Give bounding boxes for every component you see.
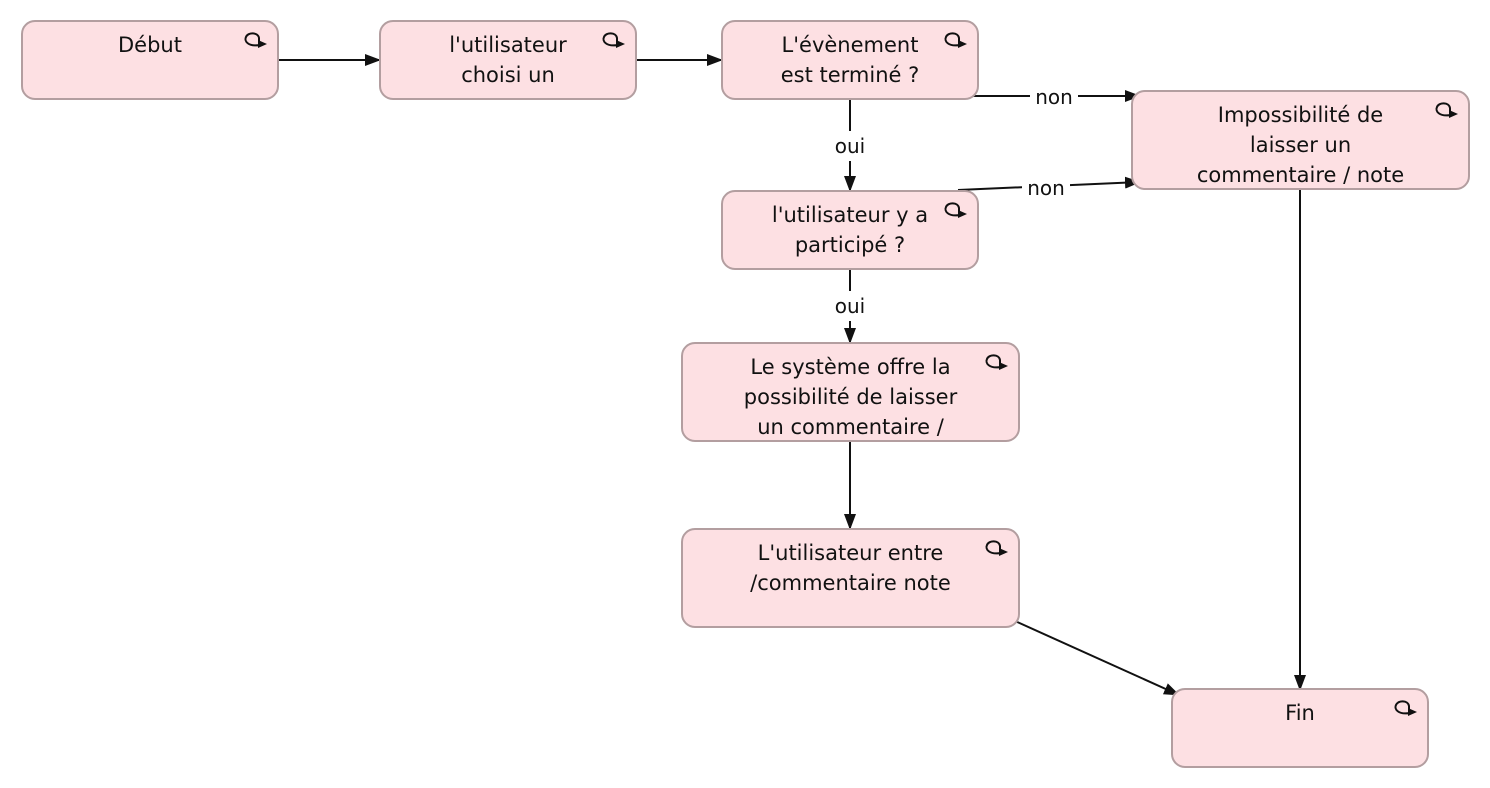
node-label: Fin [1285, 701, 1315, 725]
node-offre[interactable]: Le système offre la possibilité de laiss… [681, 342, 1020, 442]
node-termine[interactable]: L'évènement est terminé ? [721, 20, 979, 100]
node-label: L'évènement est terminé ? [780, 33, 920, 87]
node-entre[interactable]: L'utilisateur entre /commentaire note [681, 528, 1020, 628]
edge-label-termine-non: non [1035, 85, 1073, 109]
activity-loop-icon [1394, 700, 1417, 716]
node-label: Impossibilité de laisser un commentaire … [1196, 103, 1405, 187]
activity-loop-icon [944, 202, 967, 218]
activity-loop-icon [602, 32, 625, 48]
node-fin[interactable]: Fin [1171, 688, 1429, 768]
activity-loop-icon [244, 32, 267, 48]
node-impossibilite[interactable]: Impossibilité de laisser un commentaire … [1131, 90, 1470, 190]
node-choisit[interactable]: l'utilisateur choisi un [379, 20, 637, 100]
activity-loop-icon [985, 540, 1008, 556]
node-label: l'utilisateur choisi un [449, 33, 567, 87]
node-label: L'utilisateur entre /commentaire note [750, 541, 951, 595]
node-participe[interactable]: l'utilisateur y a participé ? [721, 190, 979, 270]
node-label: Début [118, 33, 182, 57]
edge-label-participe-oui: oui [835, 294, 865, 318]
edge-entre-to-fin [1014, 620, 1180, 696]
activity-loop-icon [944, 32, 967, 48]
edge-label-participe-non: non [1027, 176, 1065, 200]
activity-loop-icon [985, 354, 1008, 370]
node-debut[interactable]: Début [21, 20, 279, 100]
node-label: Le système offre la possibilité de laiss… [743, 355, 958, 439]
edge-label-termine-oui: oui [835, 134, 865, 158]
activity-loop-icon [1435, 102, 1458, 118]
node-label: l'utilisateur y a participé ? [771, 203, 929, 257]
